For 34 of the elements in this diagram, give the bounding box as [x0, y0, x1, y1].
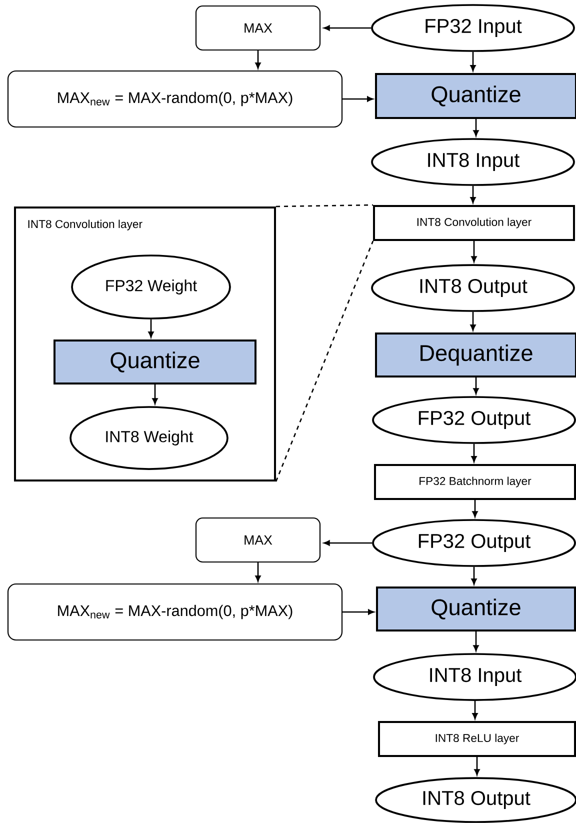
zoom-line [275, 240, 374, 482]
arrow [472, 700, 478, 720]
arrow [471, 566, 477, 585]
arrow [148, 319, 154, 338]
arrow [471, 241, 477, 262]
arrow [342, 609, 374, 615]
arrow [473, 378, 479, 394]
arrow [324, 25, 372, 31]
arrow [470, 52, 476, 72]
rounded-box: MAX [195, 517, 321, 563]
operation-box: Quantize [375, 73, 576, 119]
arrow [471, 444, 477, 462]
arrow [342, 96, 374, 102]
operation-box: Quantize [54, 340, 256, 384]
layer-box: INT8 Convolution layer [373, 205, 575, 241]
rounded-box: MAX [195, 5, 321, 51]
arrow [473, 119, 479, 136]
operation-box: Quantize [376, 586, 576, 632]
arrow [324, 540, 372, 546]
arrow [255, 50, 261, 69]
operation-box: Dequantize [375, 332, 576, 378]
arrow [474, 757, 480, 776]
formula-box: MAX$_{new}$ = MAX-random(0, p*MAX) [7, 70, 343, 128]
formula-box: MAX$_{new}$ = MAX-random(0, p*MAX) [7, 583, 343, 641]
layer-box: INT8 ReLU layer [378, 721, 576, 757]
arrow [152, 384, 158, 404]
arrow [473, 632, 479, 652]
zoom-line [276, 204, 374, 208]
panel-title: INT8 Convolution layer [28, 220, 142, 230]
arrow [470, 186, 476, 204]
arrow [470, 312, 476, 331]
arrow [472, 500, 478, 518]
arrow [255, 562, 261, 582]
layer-box: FP32 Batchnorm layer [374, 464, 576, 500]
